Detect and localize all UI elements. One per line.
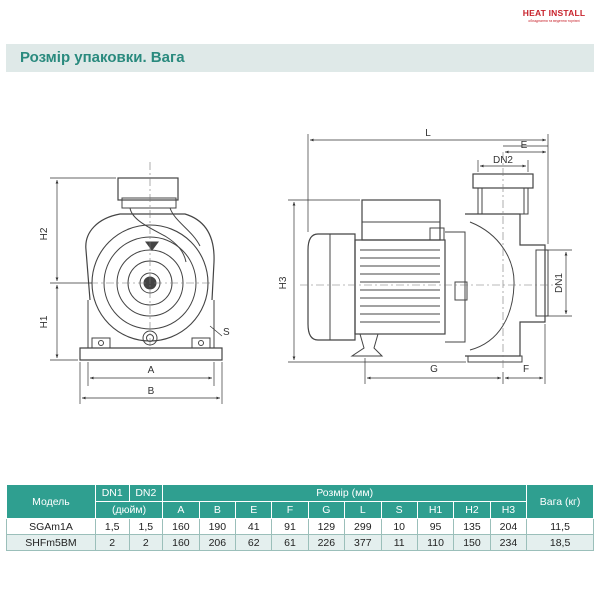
header-col-s: S: [380, 501, 418, 519]
dim-label-h2: H2: [39, 227, 50, 240]
dim-label-b: B: [148, 386, 155, 397]
logo-name: HEAT INSTALL: [522, 8, 586, 18]
table-row: SGAm1A 1,5 1,5 160 190 41 91 129 299 10 …: [6, 518, 594, 535]
cell-f: 91: [271, 518, 309, 535]
cell-h2: 150: [453, 534, 491, 551]
header-model: Модель: [6, 484, 96, 519]
cell-b: 206: [198, 534, 237, 551]
cell-h1: 95: [416, 518, 455, 535]
logo-tagline: обладнання та ведення торгівлі: [528, 19, 580, 23]
cell-h3: 204: [489, 518, 528, 535]
dim-label-l: L: [425, 128, 431, 139]
cell-dn2: 1,5: [128, 518, 164, 535]
cell-dn2: 2: [128, 534, 164, 551]
header-dn2: DN2: [128, 484, 164, 502]
header-col-a: A: [162, 501, 200, 519]
cell-a: 160: [162, 518, 200, 535]
cell-g: 129: [307, 518, 346, 535]
cell-h1: 110: [416, 534, 455, 551]
pump-dimension-drawing: H2 H1 A B S: [39, 128, 572, 404]
cell-dn1: 1,5: [94, 518, 130, 535]
cell-model: SGAm1A: [6, 518, 96, 535]
dim-label-e: E: [521, 140, 528, 151]
dim-label-s: S: [223, 327, 230, 338]
dim-label-g: G: [430, 364, 438, 375]
cell-weight: 18,5: [526, 534, 594, 551]
dim-label-a: A: [148, 365, 155, 376]
header-weight: Вага (кг): [526, 484, 594, 519]
dim-label-h3: H3: [278, 276, 289, 289]
cell-e: 41: [235, 518, 273, 535]
header-col-e: E: [235, 501, 273, 519]
cell-l: 299: [344, 518, 382, 535]
header-col-f: F: [271, 501, 309, 519]
header-size: Розмір (мм): [162, 484, 528, 502]
page-title: Розмір упаковки. Вага: [20, 49, 185, 66]
cell-s: 10: [380, 518, 418, 535]
header-col-h1: H1: [416, 501, 455, 519]
table-row: SHFm5BM 2 2 160 206 62 61 226 377 11 110…: [6, 534, 594, 551]
cell-f: 61: [271, 534, 309, 551]
cell-b: 190: [198, 518, 237, 535]
header-col-h3: H3: [489, 501, 528, 519]
header-dn1: DN1: [94, 484, 130, 502]
section-title-bar: Розмір упаковки. Вага: [6, 44, 594, 72]
cell-h2: 135: [453, 518, 491, 535]
dim-label-h1: H1: [39, 315, 50, 328]
header-col-g: G: [307, 501, 346, 519]
header-col-l: L: [344, 501, 382, 519]
dim-label-dn1: DN1: [554, 273, 565, 293]
dim-label-dn2: DN2: [493, 155, 513, 166]
cell-s: 11: [380, 534, 418, 551]
brand-logo: HEAT INSTALL обладнання та ведення торгі…: [518, 8, 590, 23]
spec-table: Модель DN1 DN2 Розмір (мм) Вага (кг) (дю…: [6, 484, 594, 551]
dim-label-f: F: [523, 364, 529, 375]
cell-model: SHFm5BM: [6, 534, 96, 551]
cell-dn1: 2: [94, 534, 130, 551]
cell-a: 160: [162, 534, 200, 551]
header-col-b: B: [198, 501, 237, 519]
pump-front-view: [79, 162, 223, 361]
header-inch: (дюйм): [94, 501, 164, 519]
cell-h3: 234: [489, 534, 528, 551]
cell-e: 62: [235, 534, 273, 551]
cell-g: 226: [307, 534, 346, 551]
cell-l: 377: [344, 534, 382, 551]
pump-side-view: [300, 152, 560, 370]
cell-weight: 11,5: [526, 518, 594, 535]
header-col-h2: H2: [453, 501, 491, 519]
